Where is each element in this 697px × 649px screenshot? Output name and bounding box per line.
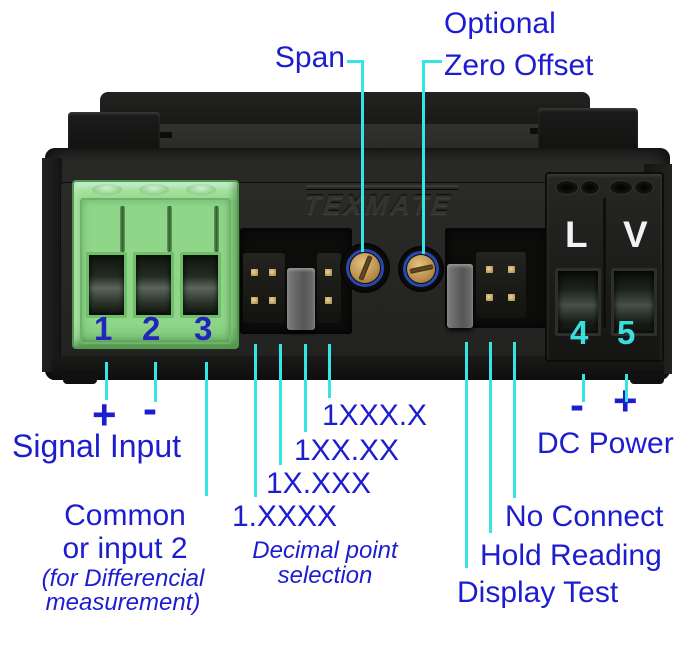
terminal-screw-slot [120,206,125,252]
terminal-number-1: 1 [94,310,113,347]
terminal-number-3: 3 [194,310,213,347]
decimal-caption-line2: selection [277,562,373,589]
decimal-option-1xxx-x: 1XXX.X [322,399,428,432]
terminal-screw-hole [186,184,216,195]
decimal-option-1x-xxx: 1X.XXX [266,467,372,500]
display-test-leader [465,342,468,568]
terminal3-leader [205,362,208,496]
function-jumper-header [476,252,526,318]
span-potentiometer [340,243,390,293]
common-note-line2: measurement) [45,589,201,616]
terminal-wire-opening-1 [86,252,127,318]
terminal-screw-slot [214,206,219,252]
common-label-line2: or input 2 [62,532,188,565]
power-screw-hole [609,180,633,195]
terminal-front-plate [80,198,231,344]
span-leader-vertical [361,60,364,252]
power-number-5: 5 [617,314,636,351]
decimal-leader-1xxx-x [328,344,331,398]
optional-zero-offset-label-line1: Optional [444,7,556,40]
terminal-wire-opening-3 [180,252,221,318]
terminal2-leader [154,362,157,402]
optional-zero-offset-label-line2: Zero Offset [444,49,594,82]
decimal-jumper-cap [287,268,315,330]
common-note-line1: (for Differencial [41,565,205,592]
decimal-jumper-header-left [243,253,285,323]
terminal4-leader [582,374,585,402]
power-screw-hole [555,180,579,195]
signal-input-label: Signal Input [12,428,182,464]
terminal-number-2: 2 [142,310,161,347]
zero-offset-leader-vertical [422,60,425,254]
zero-offset-leader-horizontal [424,60,442,63]
common-label-line1: Common [64,499,186,532]
power-terminal-divider [603,198,606,328]
power-wire-opening-4 [555,268,601,336]
dc-minus-sign: - [570,381,584,428]
brand-line [306,185,458,189]
power-letter-L: L [565,214,588,255]
power-screw-hole [634,180,654,195]
hold-reading-label: Hold Reading [480,539,662,572]
decimal-jumper-header-right [317,253,341,323]
span-leader-horizontal [347,60,364,63]
signal-terminal-block: 1 2 3 [72,180,239,349]
terminal1-leader [105,362,108,400]
zero-offset-potentiometer [398,246,444,292]
decimal-leader-1xx-xx [304,344,307,432]
display-test-label: Display Test [457,576,619,609]
terminal-screw-hole [92,184,122,195]
power-screw-hole [580,180,600,195]
decimal-option-1xx-xx: 1XX.XX [294,434,400,467]
decimal-option-1-xxxx: 1.XXXX [232,500,338,533]
case-left-edge [42,158,62,372]
span-label: Span [274,41,345,74]
power-letter-V: V [623,214,648,255]
decimal-leader-1x-xxx [279,344,282,465]
power-wire-opening-5 [611,268,657,336]
dc-power-label: DC Power [537,427,674,460]
brand-logo: TEXMATE [302,190,454,220]
signal-plus-sign: + [92,391,117,438]
terminal-wire-opening-2 [133,252,174,318]
function-jumper-cap [447,264,473,328]
terminal-screw-hole [139,184,169,195]
power-number-4: 4 [570,314,589,351]
decimal-caption-line1: Decimal point [252,537,398,564]
hold-reading-leader [489,342,492,533]
signal-minus-sign: - [143,385,157,432]
case-left-foot [63,370,97,384]
power-terminal-block: L V 4 5 [545,172,664,362]
terminal5-leader [625,374,628,402]
decimal-leader-1xxxx [254,344,257,497]
case-right-foot [630,370,664,384]
terminal-screw-slot [167,206,172,252]
no-connect-label: No Connect [505,500,664,533]
no-connect-leader [513,342,516,498]
